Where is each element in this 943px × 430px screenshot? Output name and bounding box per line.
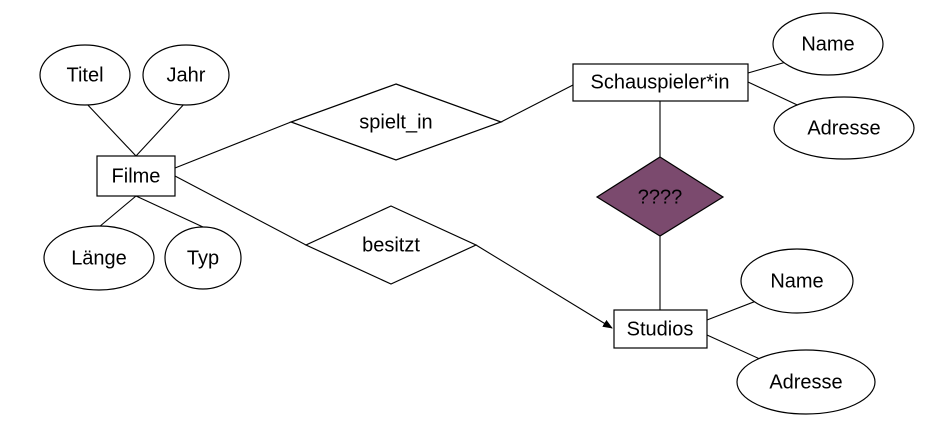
attribute-jahr-label: Jahr: [167, 64, 206, 86]
edge-besitzt-studios-arrow: [475, 244, 613, 329]
edge-filme-besitzt: [174, 175, 307, 246]
entity-filme-label: Filme: [112, 165, 161, 187]
entity-studios: Studios: [613, 309, 708, 349]
relationship-spielt-in: spielt_in: [289, 83, 503, 161]
edge-titel-filme: [84, 101, 137, 157]
attribute-jahr: Jahr: [142, 44, 230, 106]
attribute-studios-name-label: Name: [770, 270, 823, 292]
edge-spielt-in-schauspieler: [500, 84, 574, 123]
entity-schauspieler-label: Schauspieler*in: [591, 71, 730, 93]
attribute-schauspieler-adresse: Adresse: [773, 96, 915, 160]
attribute-studios-adresse-label: Adresse: [769, 371, 842, 393]
edge-jahr-filme: [135, 101, 187, 157]
attribute-schauspieler-name-label: Name: [801, 33, 854, 55]
attribute-studios-name: Name: [740, 248, 854, 314]
attribute-studios-adresse: Adresse: [736, 349, 876, 415]
attribute-typ: Typ: [164, 226, 242, 290]
attribute-titel-label: Titel: [66, 64, 103, 86]
relationship-besitzt: besitzt: [304, 205, 478, 285]
relationship-besitzt-label: besitzt: [362, 234, 420, 256]
edge-filme-typ: [135, 195, 204, 228]
relationship-spielt-in-label: spielt_in: [359, 111, 432, 133]
relationship-unknown-label: ????: [638, 186, 683, 208]
edge-filme-laenge: [98, 195, 137, 228]
attribute-schauspieler-name: Name: [772, 12, 884, 76]
entity-filme: Filme: [96, 155, 176, 197]
attribute-titel: Titel: [39, 44, 131, 106]
relationship-unknown: ????: [595, 156, 725, 237]
attribute-laenge: Länge: [43, 225, 155, 291]
attribute-laenge-label: Länge: [71, 247, 127, 269]
relationship-unknown-shape: [595, 156, 725, 237]
edge-filme-spielt-in: [174, 121, 292, 169]
attribute-typ-label: Typ: [187, 247, 219, 269]
attribute-schauspieler-adresse-label: Adresse: [807, 117, 880, 139]
entity-schauspieler: Schauspieler*in: [572, 63, 749, 102]
entity-studios-label: Studios: [627, 318, 694, 340]
